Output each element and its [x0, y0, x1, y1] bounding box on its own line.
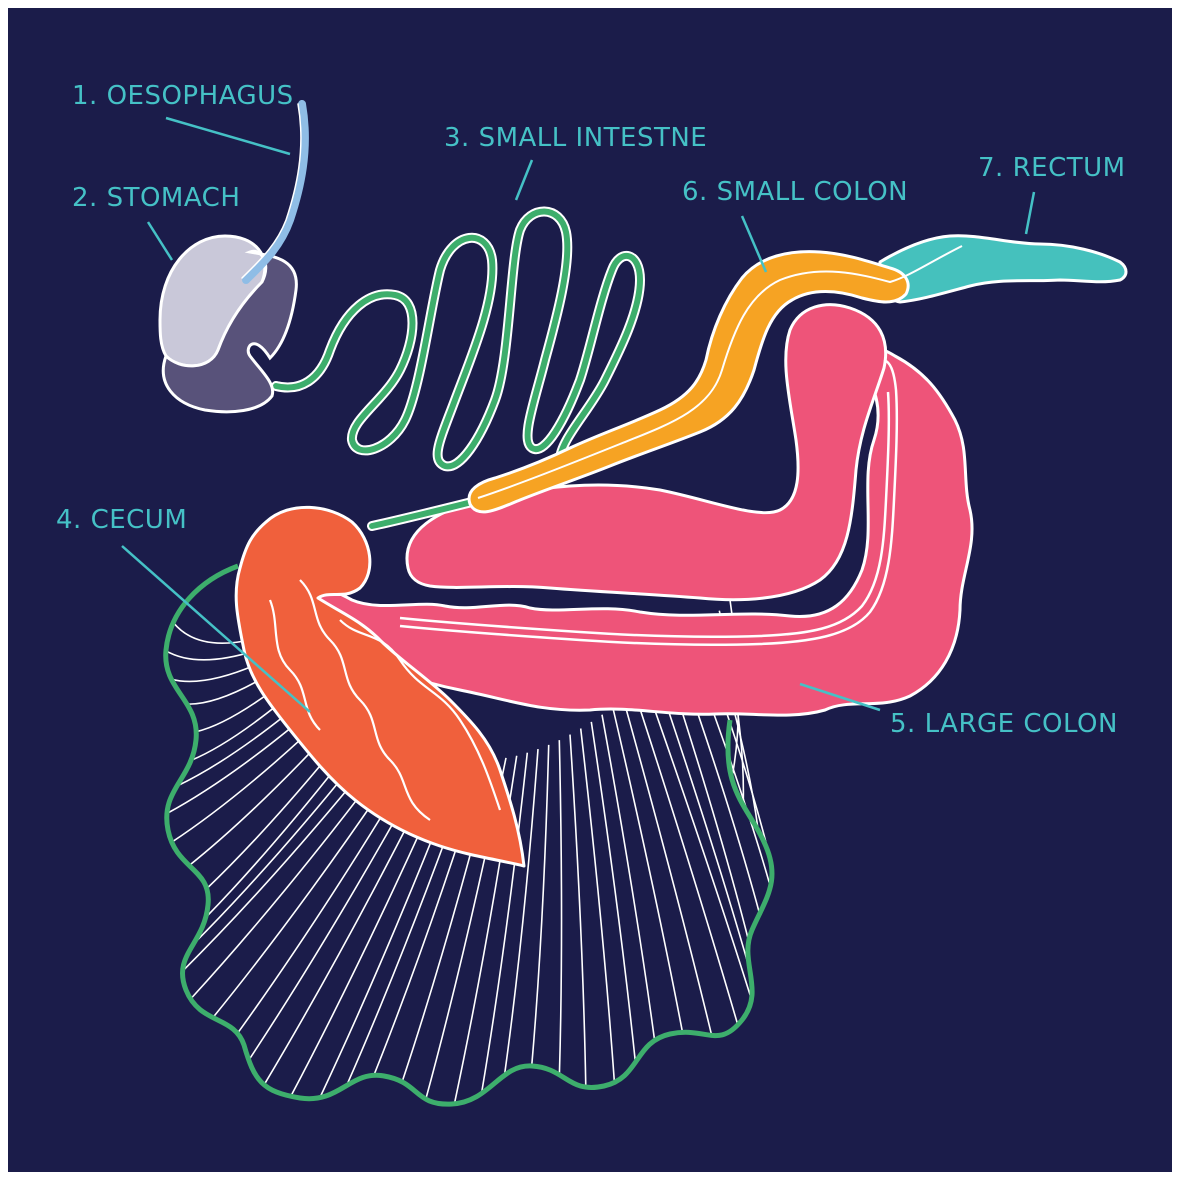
label-oesophagus: 1. OESOPHAGUS — [72, 81, 294, 111]
label-large-colon: 5. LARGE COLON — [890, 709, 1118, 739]
label-rectum: 7. RECTUM — [978, 153, 1126, 183]
label-small-colon: 6. SMALL COLON — [682, 177, 908, 207]
label-stomach: 2. STOMACH — [72, 183, 240, 213]
label-small-intestine: 3. SMALL INTESTNE — [444, 123, 707, 153]
label-cecum: 4. CECUM — [56, 505, 187, 535]
